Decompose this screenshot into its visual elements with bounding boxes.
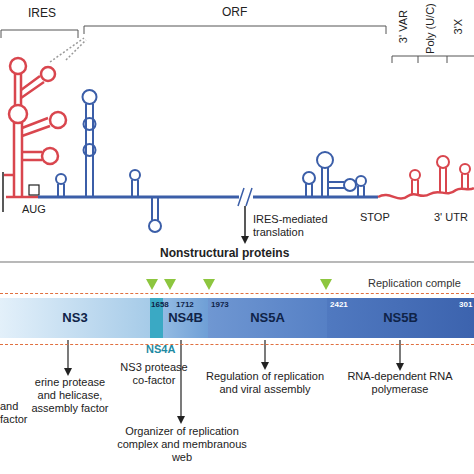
stem: [14, 122, 22, 197]
protein-segment: NS3: [0, 298, 150, 338]
bulge: [84, 118, 96, 130]
break-mark: [238, 188, 252, 206]
cleavage-triangle: [146, 279, 158, 290]
loop: [303, 172, 315, 184]
stem: [132, 180, 138, 197]
stem: [412, 180, 418, 195]
region-label: ORF: [222, 5, 247, 19]
rna-strand: [253, 196, 378, 199]
segment-name: Replication comple: [368, 277, 461, 290]
function-text: NS3 protease co-factor: [112, 361, 196, 387]
stem: [358, 186, 364, 197]
section-heading: Nonstructural proteins: [160, 246, 289, 260]
loop: [149, 220, 161, 232]
loop: [437, 156, 449, 168]
loop: [344, 179, 356, 191]
position-number: 1658: [151, 300, 169, 310]
replication-complex-band: Replication compleNS3NS4ANS4BNS5ANS5B: [0, 293, 474, 345]
orf-structure: [38, 90, 378, 232]
loop: [56, 174, 66, 184]
process-label: IRES-mediated translation: [253, 213, 343, 239]
function-arrow: [264, 340, 265, 366]
ires-structure: [4, 58, 66, 197]
loop: [41, 67, 55, 81]
function-arrow: [180, 340, 181, 420]
protein-segment: NS5B: [327, 298, 474, 338]
stem: [440, 168, 446, 192]
region-label: 3'X: [452, 18, 465, 34]
loop: [9, 105, 27, 123]
stem: [462, 174, 468, 188]
loop: [410, 170, 420, 180]
segment-name: NS4A: [146, 343, 175, 356]
position-number: 2421: [330, 300, 348, 310]
function-text: Regulation of replication and viral asse…: [205, 370, 325, 396]
stem: [306, 184, 312, 197]
stem: [322, 168, 328, 197]
loop: [130, 170, 140, 180]
loop: [317, 152, 333, 168]
stem: [22, 118, 50, 136]
loop: [356, 176, 366, 186]
utr-structure: [378, 156, 474, 199]
cleavage-triangle: [203, 279, 215, 290]
utr-bracket: [392, 56, 474, 63]
stem: [328, 182, 344, 188]
function-text: Organizer of replication complex and mem…: [106, 425, 258, 465]
translation-arrow: [244, 206, 246, 240]
position-number: 301: [459, 300, 472, 310]
codon-label: STOP: [360, 211, 390, 224]
orf-bracket: [84, 26, 386, 34]
codon-label: AUG: [22, 203, 46, 216]
rna-strand: [378, 188, 474, 199]
cleavage-triangle: [320, 279, 332, 290]
position-number: 1712: [176, 300, 194, 310]
stem: [22, 152, 42, 160]
segment-name: NS3: [0, 310, 150, 326]
function-text: and factor: [0, 400, 26, 426]
cleavage-triangle: [164, 279, 176, 290]
stem: [21, 76, 44, 98]
stem: [15, 74, 21, 105]
segment-name: NS4B: [163, 310, 208, 326]
loop: [460, 164, 470, 174]
region-label: 3' UTR: [434, 211, 468, 224]
loop: [42, 148, 58, 164]
stem: [58, 184, 64, 197]
function-text: RNA-dependent RNA polymerase: [345, 370, 455, 396]
panel-frame: [0, 262, 474, 474]
dotted-link: [66, 40, 86, 60]
loop: [50, 112, 66, 128]
function-text: erine protease and helicase, assembly fa…: [26, 376, 114, 416]
region-label: IRES: [28, 6, 56, 20]
stem: [152, 197, 158, 220]
stem: [4, 174, 14, 177]
position-number: 1973: [211, 300, 229, 310]
region-label: Poly (U/C): [423, 3, 436, 54]
bulge: [84, 144, 96, 156]
ires-bracket: [1, 30, 78, 38]
segment-name: NS5A: [208, 310, 327, 326]
edge-line: [2, 172, 4, 212]
region-label: 3' VAR: [396, 10, 409, 43]
aug-box: [29, 185, 39, 195]
loop: [83, 90, 97, 104]
segment-name: NS5B: [327, 310, 474, 326]
loop: [10, 58, 26, 74]
